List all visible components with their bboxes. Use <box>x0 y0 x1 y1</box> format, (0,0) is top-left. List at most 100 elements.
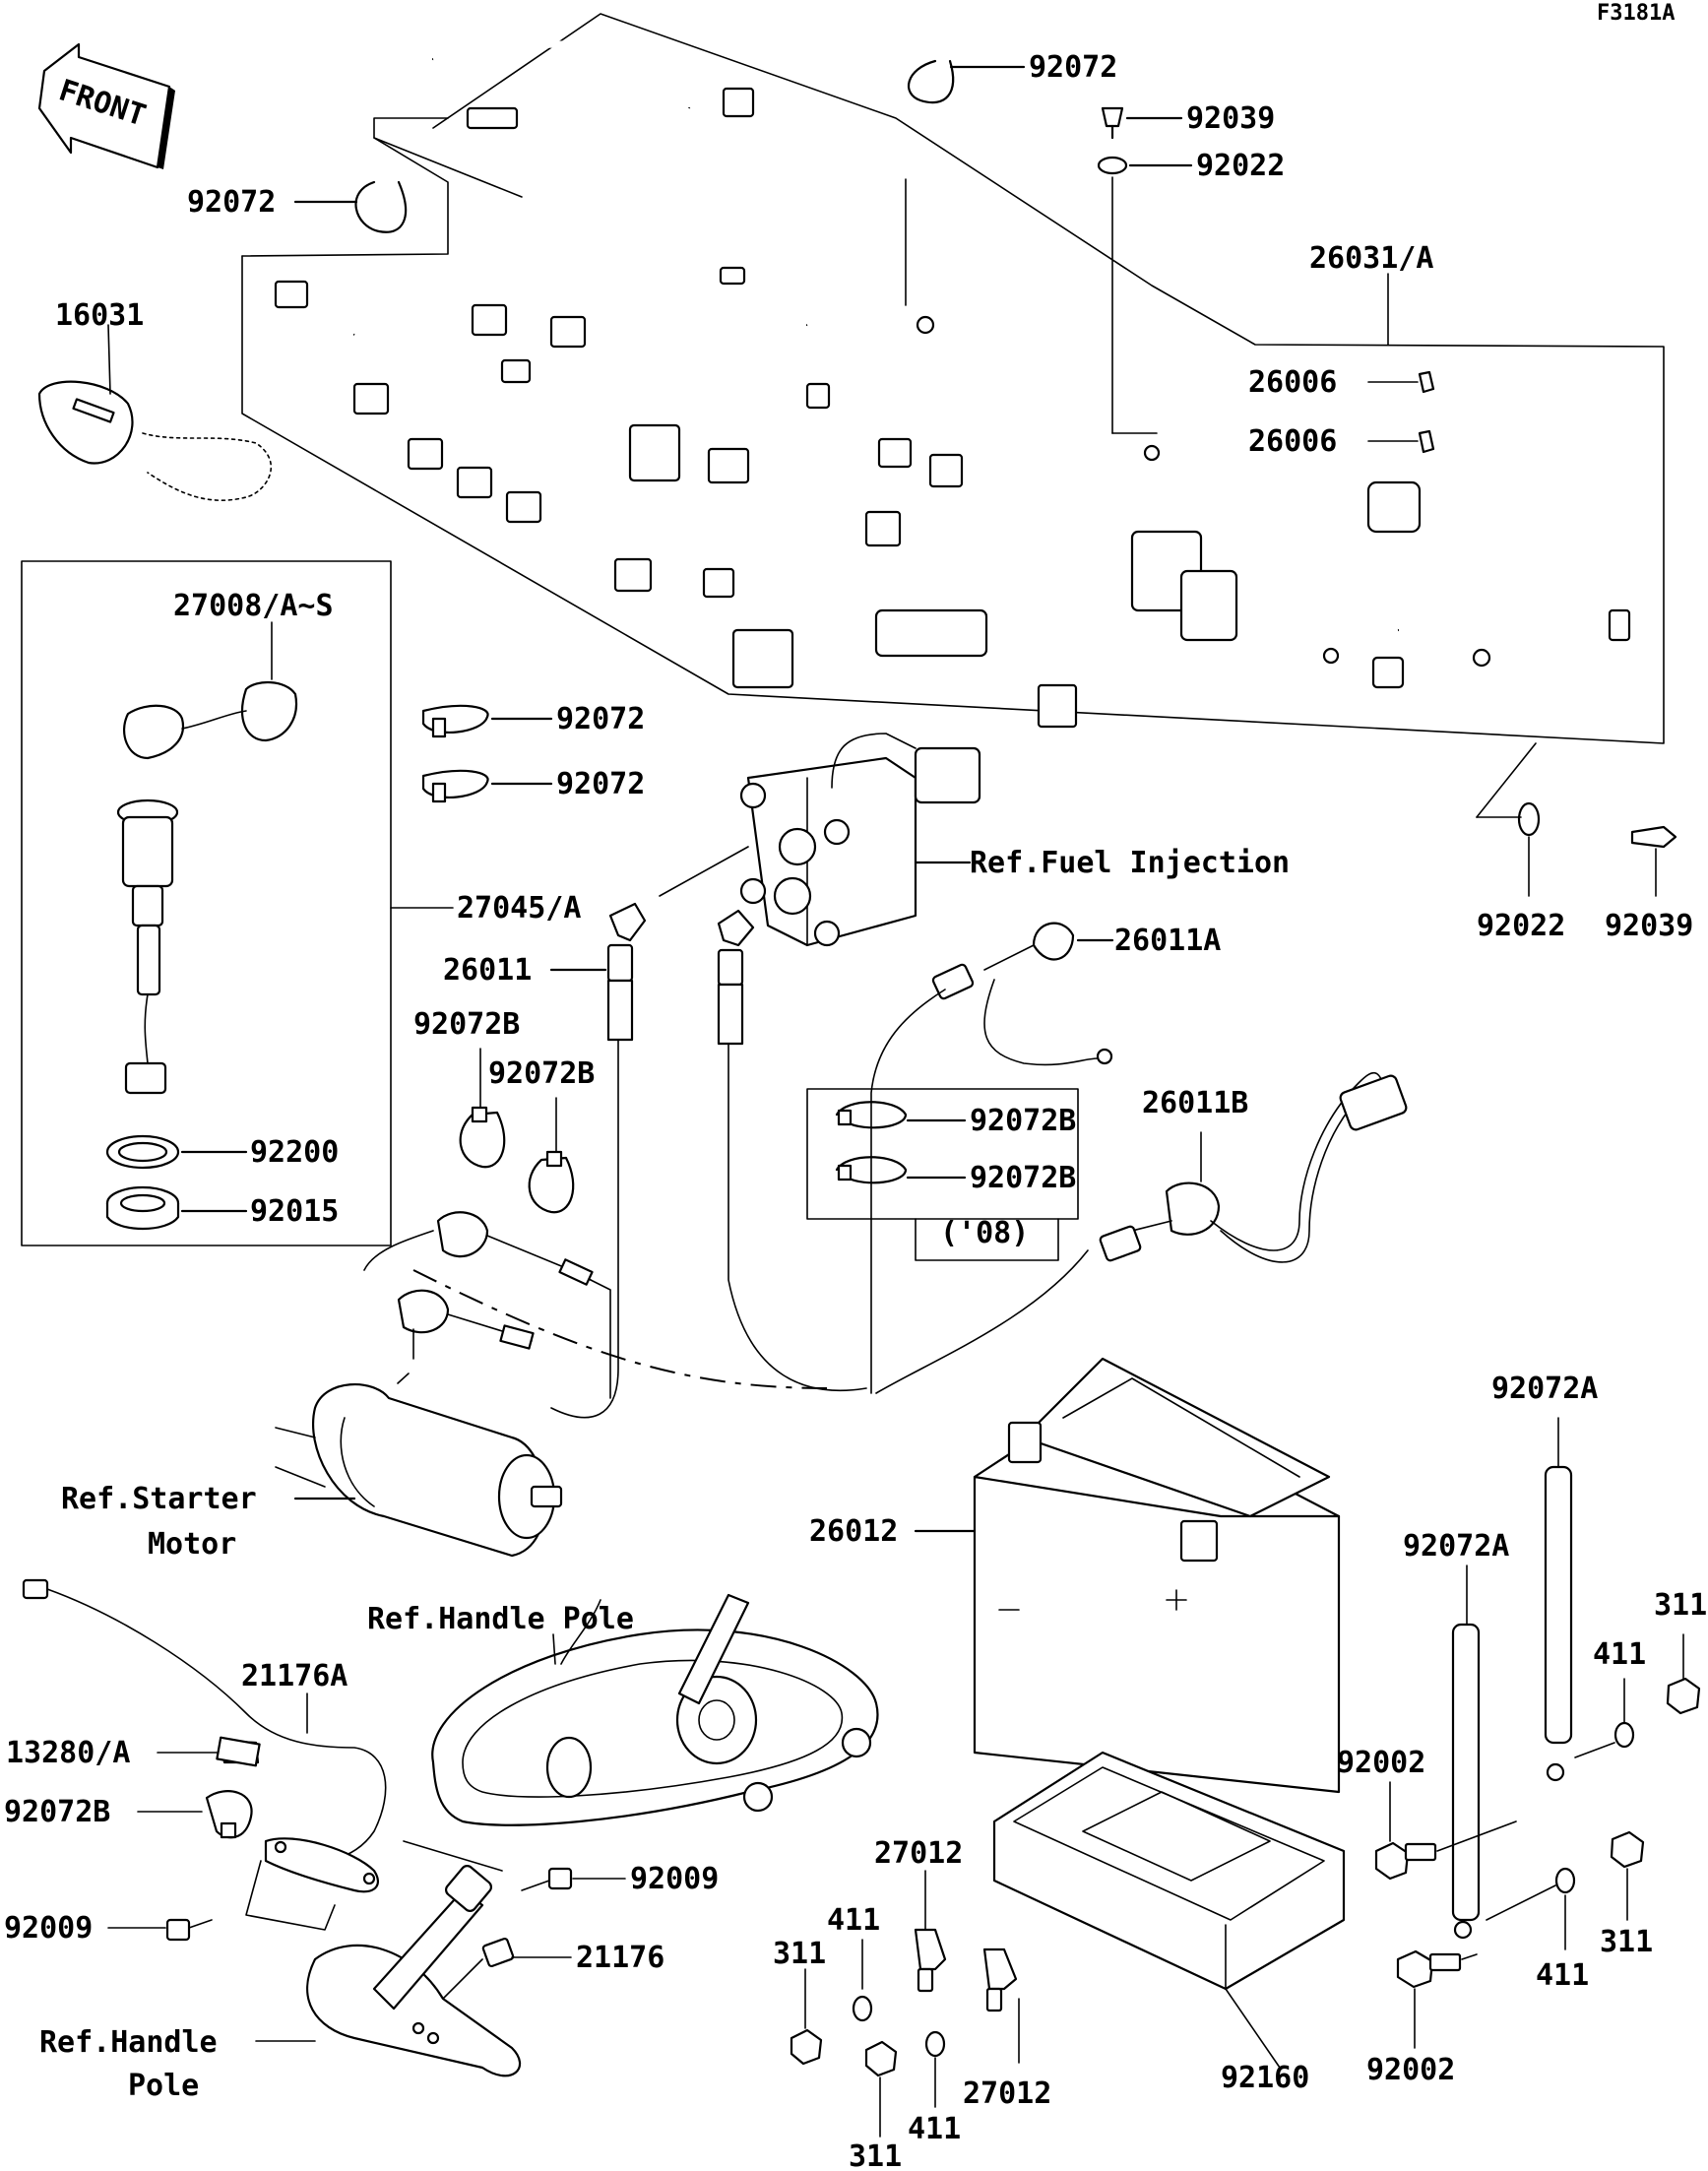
nut-311-r1 <box>1666 1633 1701 1715</box>
ring-92200 <box>105 1134 248 1170</box>
label-92009-b: 92009 <box>630 1862 719 1896</box>
washer-411-a <box>852 1939 873 2022</box>
harness-boundary-lines <box>241 13 1665 744</box>
label-21176: 21176 <box>576 1941 664 1975</box>
clip-26006-a <box>1367 370 1435 394</box>
label-92009-a: 92009 <box>4 1911 93 1946</box>
bracket-13280 <box>157 1736 261 1767</box>
clip-26006-b <box>1367 429 1435 454</box>
fuel-injection-relay <box>739 733 981 947</box>
label-ref-fuel-injection: Ref.Fuel Injection <box>970 846 1290 880</box>
label-92072-top: 92072 <box>1029 50 1117 85</box>
harness-connectors <box>274 87 1631 729</box>
starter-cables <box>363 1211 611 1399</box>
label-92039-top: 92039 <box>1186 101 1275 136</box>
strap-92072-mid1 <box>421 704 553 738</box>
box-08 <box>806 1088 1079 1261</box>
nut-311-r2 <box>1610 1830 1645 1921</box>
label-311-r1: 311 <box>1654 1588 1707 1623</box>
washer-411-b <box>924 2030 946 2108</box>
ignition-switch-27008 <box>123 621 298 760</box>
label-16031: 16031 <box>55 298 144 333</box>
cable-26011-b <box>717 909 867 1392</box>
washer-92022-right <box>1476 742 1541 897</box>
nut-311-b <box>864 2040 898 2138</box>
starter-motor <box>275 1373 563 1558</box>
label-92072B-d: 92072B <box>970 1161 1076 1195</box>
handle-pole-bottom <box>255 1864 522 2077</box>
battery-case-92160 <box>992 1751 1346 2069</box>
label-411-a: 411 <box>827 1903 880 1938</box>
label-92072-left: 92072 <box>187 185 276 220</box>
label-26011: 26011 <box>443 953 532 988</box>
label-ref-handle-pole-bottom-1: Ref.Handle <box>39 2025 218 2060</box>
label-92002-b: 92002 <box>1366 2053 1455 2087</box>
routing-dashed-lines <box>412 1269 828 1389</box>
label-92072A-top: 92072A <box>1491 1372 1598 1406</box>
clip-92039-top <box>1101 106 1183 140</box>
label-ref-starter-1: Ref.Starter <box>61 1482 257 1516</box>
label-26012: 26012 <box>809 1514 898 1549</box>
label-year-08: ('08) <box>940 1216 1029 1250</box>
clip-92039-right <box>1630 825 1677 897</box>
nut-92015 <box>105 1185 248 1231</box>
handle-pole-top <box>431 1593 879 1826</box>
label-27012-b: 27012 <box>963 2076 1051 2111</box>
cable-26011 <box>549 846 749 1419</box>
label-27045: 27045/A <box>457 891 581 926</box>
strap-92072B-b <box>528 1097 575 1214</box>
label-311-b: 311 <box>849 2139 902 2171</box>
label-26031: 26031/A <box>1309 241 1433 276</box>
cable-26011B <box>875 1071 1408 1394</box>
label-26011A: 26011A <box>1114 924 1221 958</box>
nut-311-a <box>790 1968 823 2066</box>
label-ref-handle-pole-bottom-2: Pole <box>128 2069 199 2103</box>
screw-92009-b <box>521 1867 626 1891</box>
cable-26011A <box>870 922 1114 1394</box>
washer-411-r1 <box>1574 1678 1635 1758</box>
label-92160: 92160 <box>1221 2061 1309 2095</box>
strap-92072B-e <box>137 1790 253 1839</box>
label-92072A-mid: 92072A <box>1403 1529 1509 1564</box>
washer-411-r2 <box>1486 1867 1576 1950</box>
label-311-a: 311 <box>773 1937 826 1971</box>
strap-92072-left <box>293 180 408 233</box>
bolt-92002-a <box>1374 1781 1517 1881</box>
clamp-bracket <box>245 1837 503 1931</box>
label-ref-starter-2: Motor <box>148 1527 236 1562</box>
label-92200: 92200 <box>250 1135 339 1170</box>
label-92072B-c: 92072B <box>970 1104 1076 1138</box>
label-311-r2: 311 <box>1600 1925 1653 1959</box>
label-13280: 13280/A <box>6 1736 130 1770</box>
label-92072-mid2: 92072 <box>556 767 645 801</box>
strap-92072-mid2 <box>421 769 553 803</box>
label-21176A: 21176A <box>241 1659 348 1693</box>
label-411-r2: 411 <box>1536 1958 1589 1993</box>
ignition-cylinder-27045 <box>116 798 179 1095</box>
label-92072B-a: 92072B <box>413 1007 520 1042</box>
front-arrow-badge: FRONT <box>37 42 175 169</box>
label-92015: 92015 <box>250 1194 339 1229</box>
terminal-27012-a <box>914 1870 947 1993</box>
bolt-92002-b <box>1396 1949 1478 2049</box>
screw-92009-a <box>107 1918 213 1942</box>
figure-code: F3181A <box>1597 1 1675 26</box>
label-92002-a: 92002 <box>1337 1746 1425 1780</box>
label-ref-handle-pole-top: Ref.Handle Pole <box>367 1602 634 1636</box>
strap-92072A-mid <box>1451 1564 1481 1940</box>
strap-92072-top <box>908 59 1026 104</box>
label-26011B: 26011B <box>1142 1086 1248 1120</box>
strap-92072A-top <box>1544 1417 1573 1782</box>
label-27012-a: 27012 <box>874 1836 963 1871</box>
label-26006-b: 26006 <box>1248 424 1337 459</box>
label-92022-right: 92022 <box>1477 909 1565 943</box>
label-92072B-b: 92072B <box>488 1056 595 1091</box>
key-fob-16031 <box>37 324 272 501</box>
label-411-r1: 411 <box>1593 1637 1646 1672</box>
label-92022-top: 92022 <box>1196 149 1285 183</box>
label-92039-right: 92039 <box>1605 909 1693 943</box>
label-411-b: 411 <box>908 2112 961 2146</box>
strap-92072B-a <box>459 1048 506 1169</box>
terminal-27012-b <box>982 1948 1020 2064</box>
